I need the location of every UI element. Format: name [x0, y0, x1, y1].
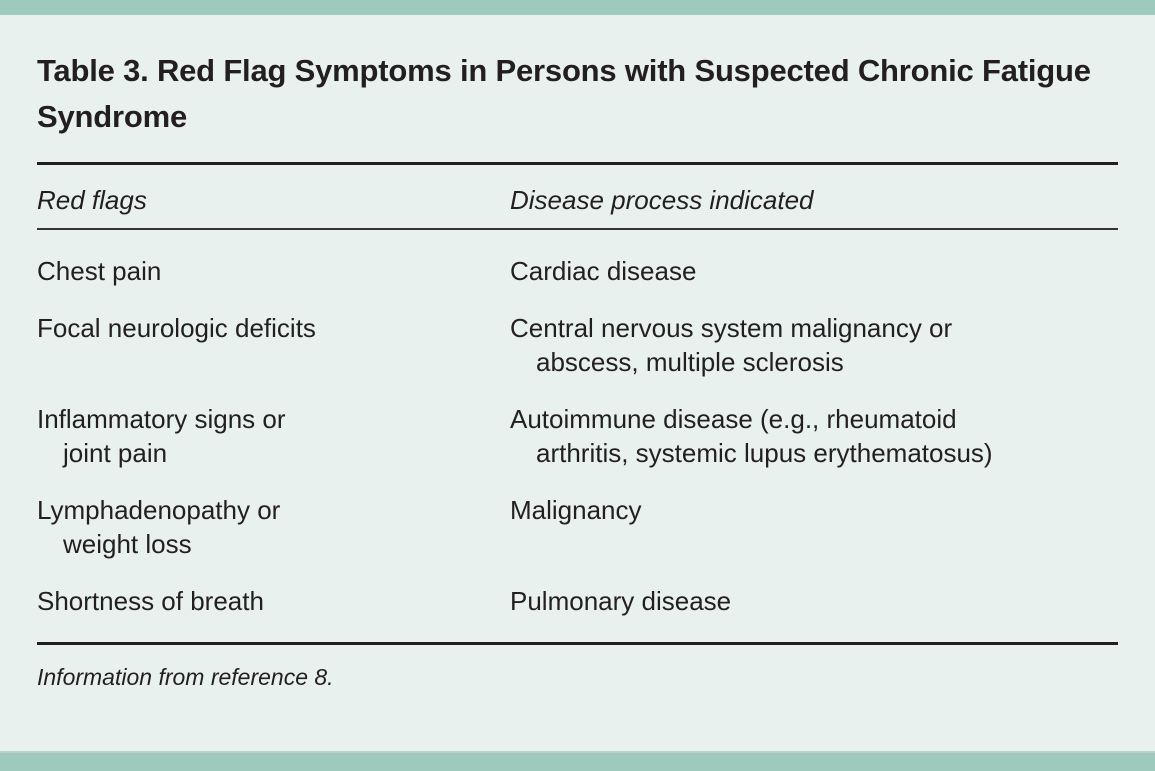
table-content: Table 3. Red Flag Symptoms in Persons wi… — [37, 15, 1118, 753]
page-title: Table 3. Red Flag Symptoms in Persons wi… — [37, 53, 1091, 135]
cell-red-flag-line1: Lymphadenopathy or — [37, 494, 281, 525]
cell-red-flag: Inflammatory signs or joint pain — [37, 379, 492, 470]
red-flags-table: Red flags Disease process indicated — [37, 165, 1118, 216]
cell-red-flag-line1: Focal neurologic deficits — [37, 312, 316, 343]
source-note: Information from reference 8. — [37, 663, 334, 690]
cell-red-flag-line1: Shortness of breath — [37, 585, 264, 616]
cell-disease-process-line1: Central nervous system malignancy or — [510, 312, 953, 343]
cell-disease-process-line1: Autoimmune disease (e.g., rheumatoid — [510, 403, 957, 434]
cell-red-flag-line1: Chest pain — [37, 255, 162, 286]
column-header-disease-process: Disease process indicated — [510, 185, 814, 216]
cell-disease-process-line2: abscess, multiple sclerosis — [536, 346, 844, 377]
cell-red-flag: Shortness of breath — [37, 561, 492, 618]
header-divider — [37, 227, 1118, 230]
red-flags-table-body: Chest pain Cardiac disease Focal neurolo… — [37, 230, 1118, 618]
cell-disease-process: Central nervous system malignancy or abs… — [492, 288, 1118, 379]
column-header-red-flags: Red flags — [37, 185, 147, 216]
cell-red-flag: Lymphadenopathy or weight loss — [37, 470, 492, 561]
table-row: Focal neurologic deficits Central nervou… — [37, 288, 1118, 379]
cell-disease-process-line2: arthritis, systemic lupus erythematosus) — [536, 437, 993, 468]
cell-red-flag-line2: joint pain — [63, 437, 168, 468]
bottom-band-highlight — [0, 751, 1155, 753]
cell-disease-process: Cardiac disease — [492, 230, 1118, 288]
footer-divider — [37, 641, 1118, 645]
cell-red-flag: Focal neurologic deficits — [37, 288, 492, 379]
title-divider — [37, 162, 1118, 166]
cell-disease-process-line1: Malignancy — [510, 494, 642, 525]
table-row: Inflammatory signs or joint pain Autoimm… — [37, 379, 1118, 470]
cell-disease-process: Malignancy — [492, 470, 1118, 561]
cell-disease-process-line1: Pulmonary disease — [510, 585, 732, 616]
table-row: Chest pain Cardiac disease — [37, 230, 1118, 288]
cell-disease-process-line1: Cardiac disease — [510, 255, 697, 286]
cell-disease-process: Pulmonary disease — [492, 561, 1118, 618]
bottom-decorative-band — [0, 753, 1155, 771]
cell-red-flag-line2: weight loss — [63, 528, 192, 559]
table-row: Shortness of breath Pulmonary disease — [37, 561, 1118, 618]
table-row: Lymphadenopathy or weight loss Malignanc… — [37, 470, 1118, 561]
cell-red-flag-line1: Inflammatory signs or — [37, 403, 286, 434]
table-header-row: Red flags Disease process indicated — [37, 165, 1118, 216]
cell-red-flag: Chest pain — [37, 230, 492, 288]
cell-disease-process: Autoimmune disease (e.g., rheumatoid art… — [492, 379, 1118, 470]
top-decorative-band — [0, 0, 1155, 15]
